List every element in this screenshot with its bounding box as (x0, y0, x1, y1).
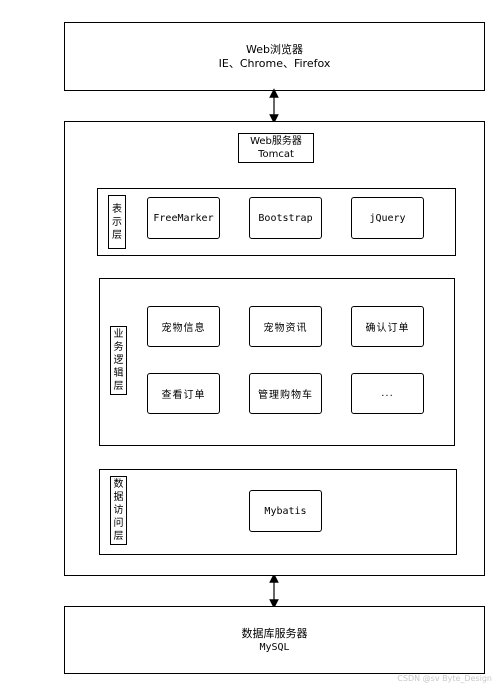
more-node: ... (351, 373, 424, 414)
mybatis-node: Mybatis (249, 490, 322, 532)
web-server-subtitle: Tomcat (258, 149, 294, 160)
freemarker-node: FreeMarker (147, 197, 220, 239)
browser-title: Web浏览器 (246, 42, 303, 56)
database-title: 数据库服务器 (241, 626, 308, 640)
business-layer-box (99, 278, 455, 446)
web-server-title: Web服务器 (250, 136, 302, 147)
jquery-node: jQuery (351, 197, 424, 239)
pet-news-node: 宠物资讯 (249, 306, 322, 347)
presentation-layer-label: 表 示 层 (108, 195, 126, 249)
database-subtitle: MySQL (259, 641, 290, 653)
manage-cart-node: 管理购物车 (249, 373, 322, 414)
view-order-node: 查看订单 (147, 373, 220, 414)
watermark: CSDN @sv Byte_Design (397, 674, 492, 683)
business-layer-label: 业 务 逻 辑 层 (110, 326, 127, 395)
data-access-layer-label: 数 据 访 问 层 (110, 476, 127, 545)
confirm-order-node: 确认订单 (351, 306, 424, 347)
web-server-title-box: Web服务器 Tomcat (238, 133, 314, 163)
bootstrap-node: Bootstrap (249, 197, 322, 239)
browser-subtitle: IE、Chrome、Firefox (218, 56, 331, 70)
browser-box: Web浏览器 IE、Chrome、Firefox (64, 22, 485, 91)
database-box: 数据库服务器 MySQL (64, 606, 485, 674)
pet-info-node: 宠物信息 (147, 306, 220, 347)
